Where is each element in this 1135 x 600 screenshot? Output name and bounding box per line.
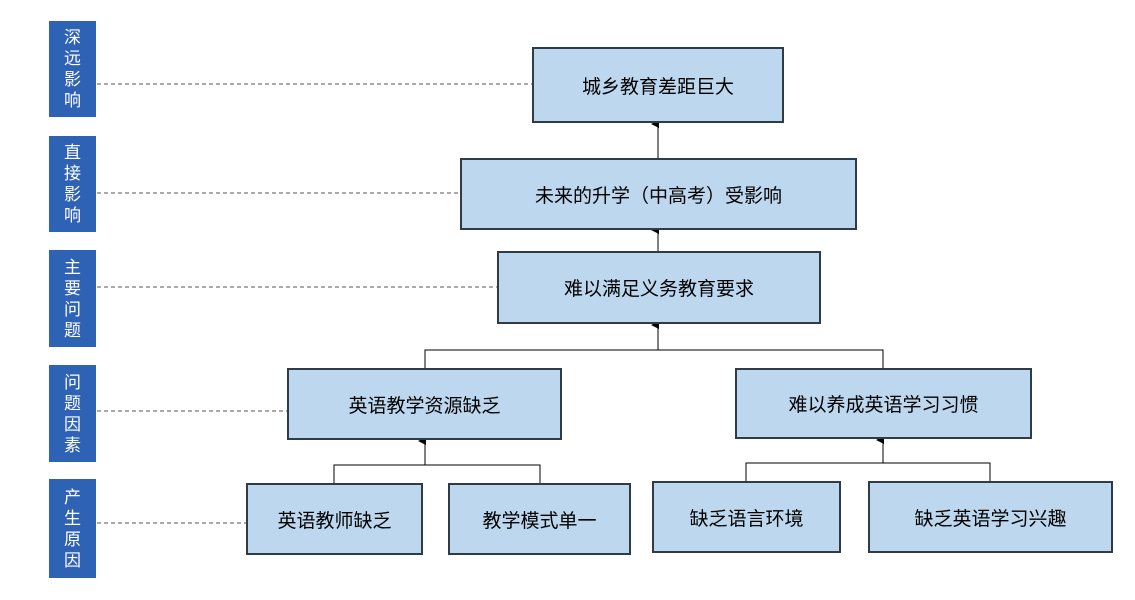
bracket-habits-causes	[745, 462, 991, 481]
level-label-char: 影	[64, 185, 81, 205]
level-label-char: 深	[64, 28, 81, 48]
node-no-language-environment: 缺乏语言环境	[652, 481, 841, 553]
node-teachers-lacking: 英语教师缺乏	[246, 483, 423, 555]
level-label-char: 远	[64, 49, 81, 69]
level-label-char: 问	[64, 299, 81, 320]
level-label-char: 响	[64, 91, 81, 111]
level-label-char: 因	[64, 550, 81, 571]
level-label-char: 接	[64, 164, 81, 184]
level-label-char: 主	[64, 257, 81, 278]
node-future-exams-affected: 未来的升学（中高考）受影响	[460, 158, 857, 230]
level-label-char: 题	[64, 320, 81, 341]
level-label-char: 题	[64, 393, 81, 414]
level-label-char: 素	[64, 435, 81, 456]
level-label-char: 原	[64, 529, 81, 550]
level-label-char: 影	[64, 70, 81, 90]
level-label-root-causes: 产 生 原 因	[49, 479, 96, 578]
level-label-char: 直	[64, 143, 81, 163]
level-label-char: 生	[64, 508, 81, 529]
node-single-teaching-mode: 教学模式单一	[448, 483, 631, 555]
node-no-learning-interest: 缺乏英语学习兴趣	[868, 481, 1113, 553]
level-label-far-impact: 深 远 影 响	[49, 21, 96, 117]
level-label-char: 产	[64, 487, 81, 508]
level-label-char: 因	[64, 414, 81, 435]
node-learning-habits-hard: 难以养成英语学习习惯	[735, 368, 1032, 439]
level-label-char: 要	[64, 278, 81, 299]
node-compulsory-requirement: 难以满足义务教育要求	[497, 251, 821, 324]
level-label-main-problem: 主 要 问 题	[49, 250, 96, 347]
level-label-char: 响	[64, 206, 81, 226]
level-label-problem-factors: 问 题 因 素	[49, 365, 96, 462]
level-label-direct-impact: 直 接 影 响	[49, 136, 96, 232]
node-teaching-resources-lacking: 英语教学资源缺乏	[287, 368, 562, 440]
bracket-factors	[424, 349, 884, 368]
bracket-resources-causes	[333, 464, 541, 483]
level-label-char: 问	[64, 372, 81, 393]
node-education-gap: 城乡教育差距巨大	[532, 47, 784, 123]
